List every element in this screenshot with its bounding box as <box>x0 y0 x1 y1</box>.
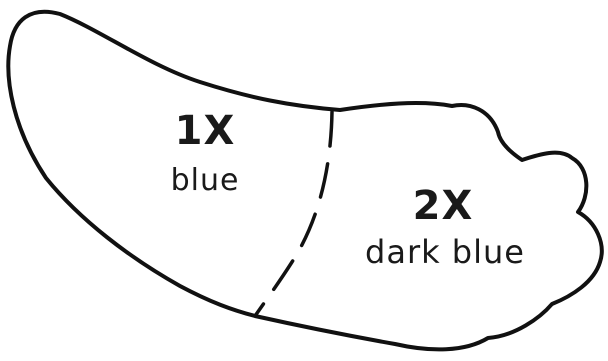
region-divider <box>253 110 334 318</box>
blob-outline <box>6 9 604 352</box>
right-region-count: 2X <box>412 183 474 229</box>
right-region-color: dark blue <box>365 233 525 271</box>
left-region-color: blue <box>170 163 240 198</box>
left-region-count: 1X <box>174 108 236 154</box>
